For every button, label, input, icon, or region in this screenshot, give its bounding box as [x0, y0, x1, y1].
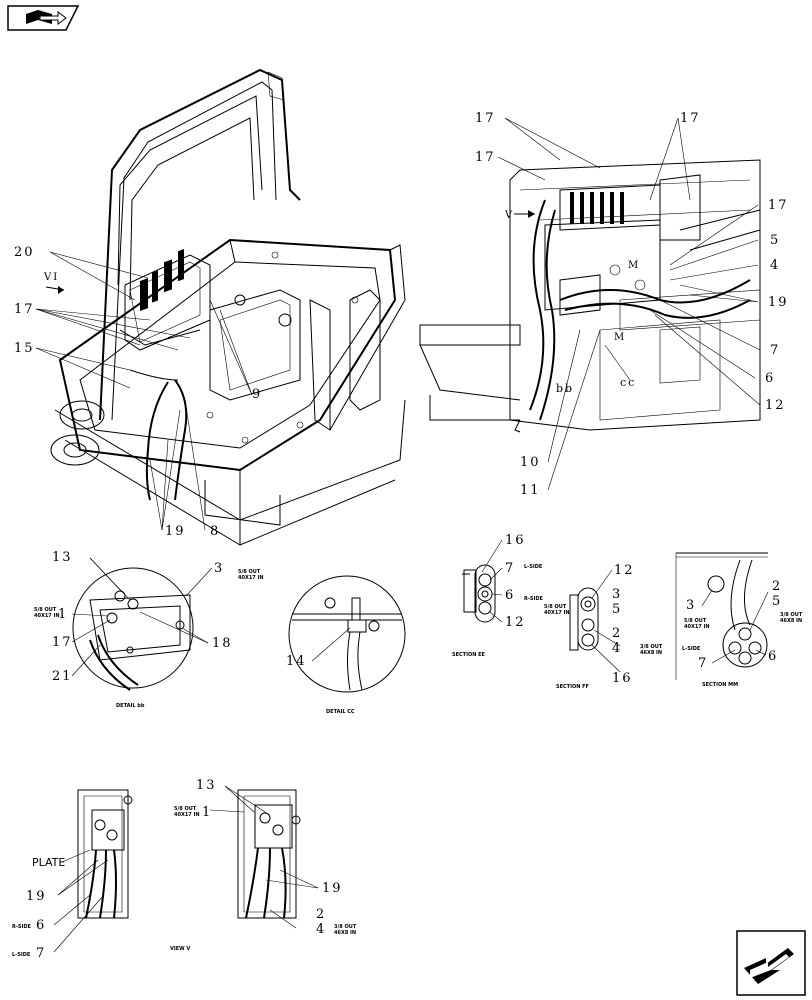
callout-13: 13: [196, 778, 217, 793]
callout-4: 4: [612, 641, 622, 656]
detail-cc-caption: DETAIL CC: [326, 709, 355, 715]
size-note-out-2: 3/8 OUT: [780, 612, 803, 618]
callout-17: 17: [52, 635, 73, 650]
callout-14: 14: [286, 654, 307, 669]
main-isometric-view: 20 VI 17 15 9 19 8: [14, 68, 406, 546]
right-detail-view: 17 17 17 17 V 5 4 19 7 6 12 10 11 M M bb…: [419, 111, 789, 498]
section-mm-caption: SECTION MM: [702, 682, 738, 688]
section-marker-m1: M: [628, 260, 640, 271]
callout-1: 1: [202, 805, 212, 820]
size-note-out-2: 3/8 OUT: [640, 644, 663, 650]
callout-18: 18: [212, 636, 233, 651]
size-note-out: 5/8 OUT: [544, 604, 567, 610]
side-note-l: L-SIDE: [682, 646, 701, 652]
callout-5: 5: [772, 594, 782, 609]
size-note-in: 40X17 IN: [238, 575, 264, 581]
callout-4: 4: [316, 922, 326, 937]
callout-3: 3: [686, 598, 696, 613]
callout-19-b: 19: [322, 881, 343, 896]
section-ee-caption: SECTION EE: [452, 652, 486, 658]
plate-label: PLATE: [32, 856, 65, 869]
view-label-v: V: [504, 210, 514, 221]
callout-5: 5: [770, 233, 780, 248]
callout-7: 7: [505, 561, 515, 576]
size-note-out: 5/8 OUT: [684, 618, 707, 624]
size-note-out-left: 5/8 OUT: [34, 607, 57, 613]
callout-19-a: 19: [26, 889, 47, 904]
callout-7: 7: [698, 656, 708, 671]
section-mm: 3 2 5 7 6 5/8 OUT 40X17 IN 3/8 OUT 46X8 …: [675, 552, 803, 688]
callout-15: 15: [14, 341, 35, 356]
detail-marker-cc: cc: [620, 376, 636, 389]
callout-9: 9: [252, 387, 262, 402]
callout-21: 21: [52, 669, 73, 684]
side-note-r: R-SIDE: [524, 596, 544, 602]
callout-2: 2: [316, 907, 326, 922]
callout-17-d: 17: [768, 198, 789, 213]
callout-6: 6: [36, 918, 46, 933]
detail-bb: 13 1 17 21 3 18 5/8 OUT 40X17 IN 5/8 OUT…: [34, 550, 264, 709]
callout-17-a: 17: [475, 111, 496, 126]
callout-17: 17: [14, 302, 35, 317]
callout-19: 19: [768, 295, 789, 310]
side-note-l: L-SIDE: [12, 952, 31, 958]
callout-7: 7: [36, 946, 46, 961]
size-note-in-2: 46X8 IN: [780, 618, 802, 624]
callout-16: 16: [612, 671, 633, 686]
book-arrow-icon[interactable]: [6, 4, 80, 32]
callout-10: 10: [520, 455, 541, 470]
view-v: PLATE 19 6 7 R-SIDE L-SIDE 13 1 19 2 4 5…: [12, 778, 357, 961]
callout-1: 1: [58, 607, 68, 622]
detail-cc: 14 DETAIL CC: [286, 575, 406, 715]
size-note-in: 40X17 IN: [174, 812, 200, 818]
callout-6: 6: [768, 649, 778, 664]
callout-20: 20: [14, 245, 35, 260]
view-label-vi: VI: [43, 272, 59, 283]
view-v-caption: VIEW V: [170, 946, 190, 952]
size-note-out: 5/8 OUT: [174, 806, 197, 812]
size-note-in-2: 46X8 IN: [640, 650, 662, 656]
callout-13: 13: [52, 550, 73, 565]
side-note-l: L-SIDE: [524, 564, 543, 570]
callout-11: 11: [520, 483, 541, 498]
callout-6: 6: [505, 588, 515, 603]
size-note-out: 5/8 OUT: [238, 569, 261, 575]
callout-12: 12: [614, 563, 635, 578]
section-marker-m2: M: [614, 332, 626, 343]
callout-2: 2: [612, 626, 622, 641]
callout-4: 4: [770, 258, 780, 273]
callout-19: 19: [165, 524, 186, 539]
callout-3: 3: [214, 561, 224, 576]
detail-marker-bb: bb: [556, 382, 574, 395]
callout-2: 2: [772, 579, 782, 594]
size-note-in: 40X17 IN: [684, 624, 710, 630]
callout-17-b: 17: [680, 111, 701, 126]
next-page-arrow-icon[interactable]: [736, 930, 806, 996]
size-note-in-2: 46X8 IN: [334, 930, 356, 936]
callout-7: 7: [770, 343, 780, 358]
callout-17-c: 17: [475, 150, 496, 165]
callout-16: 16: [505, 533, 526, 548]
callout-5: 5: [612, 602, 622, 617]
callout-12: 12: [505, 615, 526, 630]
section-ff-caption: SECTION FF: [556, 684, 589, 690]
callout-6: 6: [765, 371, 775, 386]
size-note-out-2: 3/8 OUT: [334, 924, 357, 930]
side-note-r: R-SIDE: [12, 924, 32, 930]
section-ff: 12 3 5 2 4 16 5/8 OUT 40X17 IN 3/8 OUT 4…: [544, 563, 663, 690]
detail-bb-caption: DETAIL bb: [116, 703, 145, 709]
callout-12: 12: [765, 398, 786, 413]
callout-8: 8: [210, 524, 220, 539]
callout-3: 3: [612, 587, 622, 602]
section-ee: 16 7 6 12 L-SIDE R-SIDE SECTION EE: [452, 533, 544, 658]
size-note-in: 40X17 IN: [544, 610, 570, 616]
size-note-in-left: 40X17 IN: [34, 613, 60, 619]
